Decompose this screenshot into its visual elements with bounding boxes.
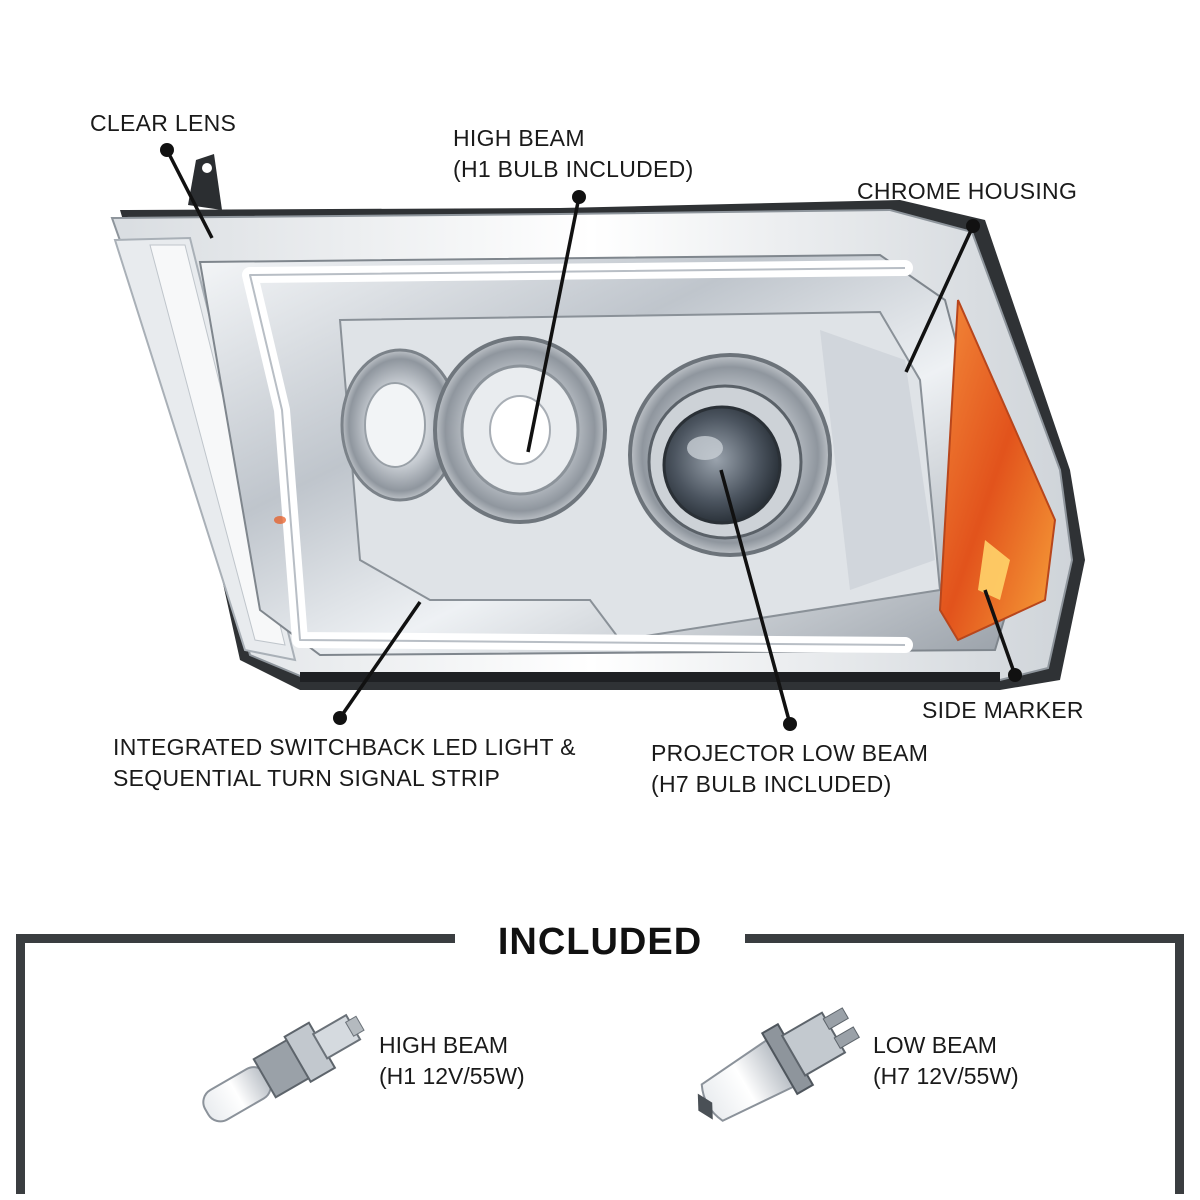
h1-bulb-label: HIGH BEAM (H1 12V/55W)	[379, 1030, 525, 1092]
label-chrome-housing: CHROME HOUSING	[857, 178, 1078, 204]
label-low-beam: PROJECTOR LOW BEAM (H7 BULB INCLUDED)	[651, 738, 928, 800]
high-beam-reflector	[340, 336, 607, 524]
leader-side-marker	[983, 589, 1017, 676]
h1-bulb-icon	[202, 1013, 365, 1123]
side-marker	[938, 299, 1057, 642]
headlight-assembly	[110, 154, 1085, 690]
label-led-strip-line1: INTEGRATED SWITCHBACK LED LIGHT &	[113, 734, 576, 760]
included-title: INCLUDED	[497, 921, 703, 963]
leader-chrome-housing	[904, 225, 975, 373]
h1-bulb-label-line2: (H1 12V/55W)	[379, 1063, 525, 1089]
h7-bulb-label: LOW BEAM (H7 12V/55W)	[873, 1030, 1019, 1092]
h7-bulb-icon	[697, 1007, 860, 1122]
included-frame	[16, 934, 1184, 1194]
label-low-beam-line2: (H7 BULB INCLUDED)	[651, 771, 892, 797]
leader-high-beam	[526, 196, 581, 453]
leader-low-beam	[719, 469, 792, 725]
label-side-marker: SIDE MARKER	[922, 697, 1084, 723]
label-led-strip-line2: SEQUENTIAL TURN SIGNAL STRIP	[113, 765, 501, 791]
mounting-tab	[188, 154, 222, 210]
h7-bulb-label-line1: LOW BEAM	[873, 1032, 997, 1058]
leader-clear-lens	[165, 149, 214, 239]
leader-lines	[165, 149, 1017, 725]
label-led-strip: INTEGRATED SWITCHBACK LED LIGHT & SEQUEN…	[113, 732, 576, 794]
leader-led-strip	[338, 601, 422, 719]
h1-bulb-label-line1: HIGH BEAM	[379, 1032, 509, 1058]
projector-low-beam	[628, 353, 832, 557]
leader-dots	[160, 143, 1022, 731]
label-high-beam: HIGH BEAM (H1 BULB INCLUDED)	[453, 123, 694, 185]
label-low-beam-line1: PROJECTOR LOW BEAM	[651, 740, 929, 766]
h7-bulb-label-line2: (H7 12V/55W)	[873, 1063, 1019, 1089]
label-clear-lens: CLEAR LENS	[90, 110, 237, 136]
label-high-beam-line1: HIGH BEAM	[453, 125, 585, 151]
label-high-beam-line2: (H1 BULB INCLUDED)	[453, 156, 694, 182]
